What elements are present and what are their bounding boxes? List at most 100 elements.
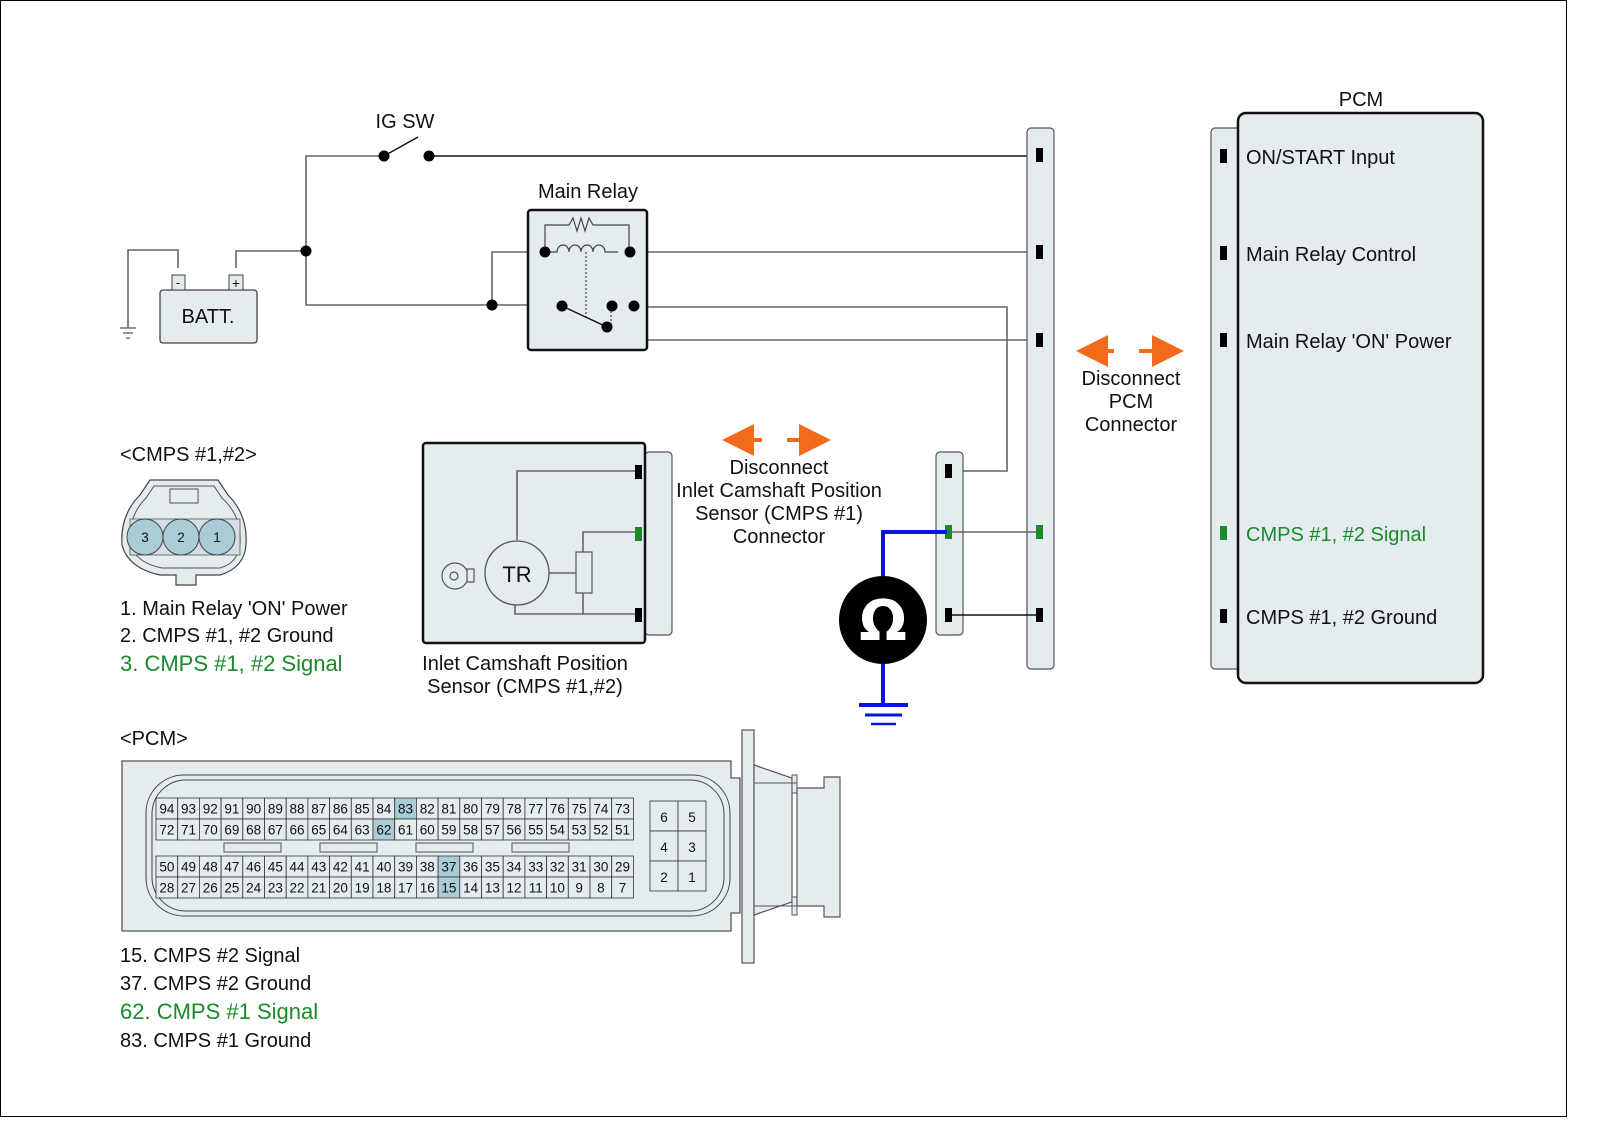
connector-pin-signal bbox=[1036, 525, 1043, 539]
cmps-legend-item: 2. CMPS #1, #2 Ground bbox=[120, 625, 333, 647]
pcm-pin-number: 20 bbox=[333, 881, 348, 896]
pcm-pin-number: 87 bbox=[311, 802, 326, 817]
pcm-pin-number: 52 bbox=[593, 823, 608, 838]
disconnect-cmps-line1: Disconnect bbox=[730, 457, 829, 479]
main-relay-label: Main Relay bbox=[538, 181, 638, 203]
cmps-legend-item: 3. CMPS #1, #2 Signal bbox=[120, 651, 343, 676]
pcm-legend-item: 15. CMPS #2 Signal bbox=[120, 945, 300, 967]
pcm-pin-number: 84 bbox=[376, 802, 392, 817]
pcm-pin-number: 18 bbox=[376, 881, 391, 896]
pcm-pin-number: 76 bbox=[550, 802, 565, 817]
pcm-pin-label: CMPS #1, #2 Ground bbox=[1246, 607, 1437, 629]
pcm-pin-number: 21 bbox=[311, 881, 326, 896]
cmps-connector-title: <CMPS #1,#2> bbox=[120, 444, 257, 466]
ig-sw-label: IG SW bbox=[376, 111, 435, 133]
disconnect-cmps-line3: Sensor (CMPS #1) bbox=[695, 503, 863, 525]
pcm-pin-number: 46 bbox=[246, 860, 261, 875]
inlet-camshaft-position-sensor: TR Inlet Camshaft Position Sensor (CMPS … bbox=[421, 441, 673, 698]
disconnect-pcm-callout: Disconnect PCM Connector bbox=[1076, 335, 1184, 436]
pcm-pin-number: 82 bbox=[420, 802, 435, 817]
tr-element bbox=[484, 540, 550, 606]
pcm-pin-number: 11 bbox=[529, 881, 543, 896]
pcm-harness-connector bbox=[1026, 127, 1055, 670]
pcm-pin-number: 7 bbox=[619, 881, 627, 896]
pcm-aux-pin-number: 1 bbox=[688, 870, 696, 885]
pcm-pin-number: 23 bbox=[268, 881, 283, 896]
cmps-pin-number: 1 bbox=[213, 530, 221, 545]
cmps-pin bbox=[198, 518, 236, 556]
pcm-pin-number: 9 bbox=[575, 881, 583, 896]
pcm-aux-pin-cell bbox=[649, 860, 679, 892]
pcm-pin-number: 24 bbox=[246, 881, 262, 896]
pcm-pin-number: 16 bbox=[420, 881, 435, 896]
pcm-pin-number: 37 bbox=[441, 860, 456, 875]
pcm-aux-pin-number: 6 bbox=[660, 810, 668, 825]
pcm-pin-number: 60 bbox=[420, 823, 435, 838]
connector-pin bbox=[1036, 148, 1043, 162]
connector-pin bbox=[1036, 608, 1043, 622]
pcm-aux-pin-number: 3 bbox=[688, 840, 696, 855]
pcm-pin-number: 27 bbox=[181, 881, 196, 896]
pcm-pin-number: 86 bbox=[333, 802, 348, 817]
pcm-pin-number: 35 bbox=[485, 860, 500, 875]
pcm-pin-number: 94 bbox=[159, 802, 175, 817]
pcm-pin-number: 14 bbox=[463, 881, 479, 896]
pcm-pin-number: 32 bbox=[550, 860, 565, 875]
pcm-legend-item: 37. CMPS #2 Ground bbox=[120, 973, 311, 995]
pcm-pin-number: 70 bbox=[203, 823, 218, 838]
pcm-pin-number: 26 bbox=[203, 881, 218, 896]
disconnect-cmps-line4: Connector bbox=[733, 526, 826, 548]
pcm-pin-number: 41 bbox=[355, 860, 370, 875]
pcm-pin-number: 90 bbox=[246, 802, 261, 817]
connector-pin bbox=[1036, 333, 1043, 347]
pcm-pin-number: 55 bbox=[528, 823, 543, 838]
connector-pin bbox=[1036, 245, 1043, 259]
pcm-pin-number: 89 bbox=[268, 802, 283, 817]
pcm-pin-number: 77 bbox=[528, 802, 543, 817]
pcm-pin-number: 13 bbox=[485, 881, 500, 896]
battery-positive-terminal: + bbox=[232, 275, 240, 291]
pcm-aux-pin-number: 4 bbox=[660, 840, 668, 855]
pcm-pin-number: 33 bbox=[528, 860, 543, 875]
pcm-legend-item: 83. CMPS #1 Ground bbox=[120, 1030, 311, 1052]
pcm-pin-number: 57 bbox=[485, 823, 500, 838]
pcm-pin-number: 62 bbox=[376, 823, 391, 838]
pcm-pin-number: 31 bbox=[572, 860, 587, 875]
pcm-pin-number: 63 bbox=[355, 823, 370, 838]
pcm-pin-number: 83 bbox=[398, 802, 413, 817]
resistor-icon bbox=[544, 215, 630, 252]
disconnect-cmps-line2: Inlet Camshaft Position bbox=[676, 480, 882, 502]
pcm-pin-label: Main Relay 'ON' Power bbox=[1246, 331, 1452, 353]
pcm-pin-number: 67 bbox=[268, 823, 283, 838]
ohm-symbol: Ω bbox=[859, 589, 907, 654]
pcm-pin-number: 71 bbox=[181, 823, 196, 838]
pcm-pin-number: 53 bbox=[572, 823, 587, 838]
pcm-pin-number: 15 bbox=[441, 881, 456, 896]
pcm-pin-number: 49 bbox=[181, 860, 196, 875]
cmps-pin-number: 2 bbox=[177, 530, 185, 545]
pcm-pin-number: 56 bbox=[507, 823, 522, 838]
pcm-pin-number: 75 bbox=[572, 802, 587, 817]
ignition-switch: IG SW bbox=[376, 111, 435, 162]
pcm-pin-number: 68 bbox=[246, 823, 261, 838]
pcm-aux-pin-number: 5 bbox=[688, 810, 696, 825]
pcm-pin-label: Main Relay Control bbox=[1246, 244, 1416, 266]
disconnect-cmps-callout: Disconnect Inlet Camshaft Position Senso… bbox=[676, 424, 882, 548]
pcm-pin-number: 47 bbox=[224, 860, 239, 875]
cmps-pin-number: 3 bbox=[141, 530, 149, 545]
pcm-pin-number: 88 bbox=[290, 802, 305, 817]
disconnect-pcm-line2: PCM bbox=[1109, 391, 1153, 413]
junction-dot bbox=[300, 245, 312, 257]
sensor-resistor-icon bbox=[575, 551, 593, 594]
pcm-pin-number: 72 bbox=[159, 823, 174, 838]
cmps-harness-connector bbox=[935, 451, 1036, 636]
pcm-pin-number: 66 bbox=[290, 823, 305, 838]
pcm-aux-pin-cell bbox=[677, 800, 707, 832]
pcm-pin-number: 79 bbox=[485, 802, 500, 817]
pcm-pin-number: 74 bbox=[593, 802, 609, 817]
pcm-pin-number: 12 bbox=[507, 881, 522, 896]
junction-dot bbox=[486, 299, 498, 311]
pcm-pin-number: 51 bbox=[615, 823, 630, 838]
